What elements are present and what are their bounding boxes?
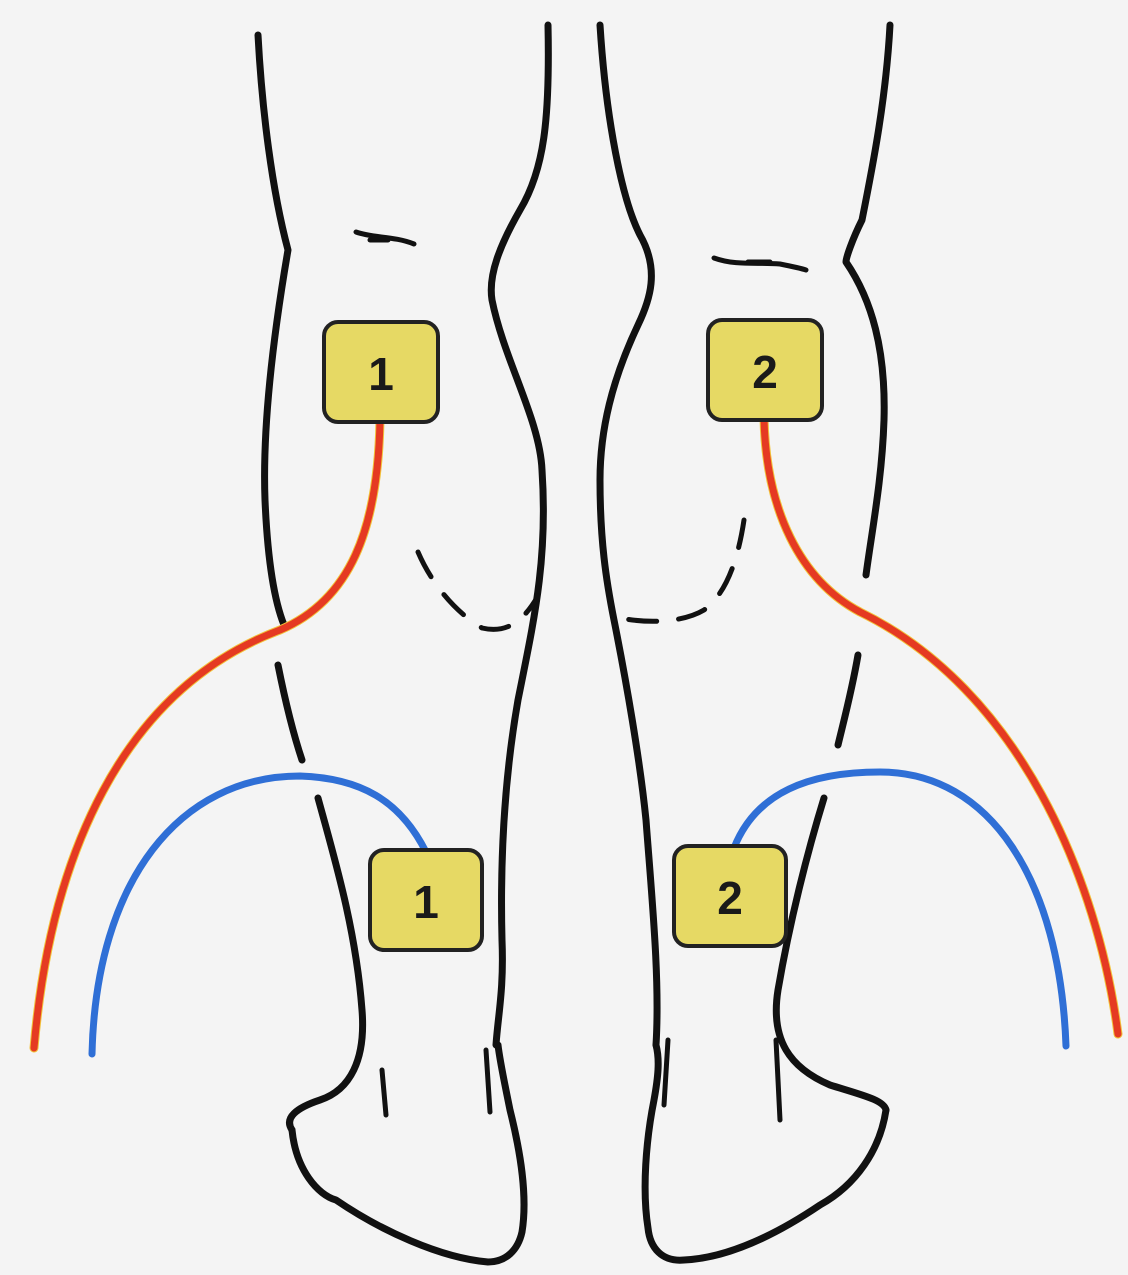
- right-leg-outer-ankle: [776, 798, 886, 1110]
- right-red-lead-glow: [764, 418, 1118, 1034]
- right-leg: [600, 25, 890, 1260]
- pad-left-lower-label: 1: [413, 876, 439, 928]
- right-ankle-bone-mark: [776, 1040, 780, 1120]
- electrode-pad-left-upper: 1: [324, 322, 438, 422]
- left-achilles-mark: [486, 1050, 490, 1112]
- left-leg-outer-ankle: [290, 798, 363, 1130]
- left-leg-outer-contour: [258, 35, 288, 625]
- electrode-pad-left-lower: 1: [370, 850, 482, 950]
- electrode-pad-right-lower: 2: [674, 846, 786, 946]
- right-leg-inner-contour: [600, 25, 657, 1045]
- right-heel-contour: [645, 1045, 886, 1260]
- right-achilles-mark: [664, 1040, 668, 1105]
- right-red-lead: [764, 418, 1118, 1034]
- pad-left-upper-label: 1: [368, 348, 394, 400]
- left-leg: [258, 25, 548, 1262]
- right-leg-outer-shin: [838, 655, 858, 745]
- pad-right-upper-label: 2: [752, 346, 778, 398]
- left-red-lead-glow: [34, 420, 380, 1048]
- electrode-pad-right-upper: 2: [708, 320, 822, 420]
- left-red-lead: [34, 420, 380, 1048]
- left-leg-outer-shin: [278, 665, 302, 760]
- right-leg-outer-contour: [846, 25, 890, 575]
- left-leg-inner-contour: [491, 25, 548, 1045]
- left-ankle-bone-mark: [382, 1070, 386, 1115]
- left-calf-dashed-line: [418, 552, 538, 629]
- leads: [34, 418, 1118, 1054]
- pad-right-lower-label: 2: [717, 872, 743, 924]
- right-calf-dashed-line: [620, 520, 744, 621]
